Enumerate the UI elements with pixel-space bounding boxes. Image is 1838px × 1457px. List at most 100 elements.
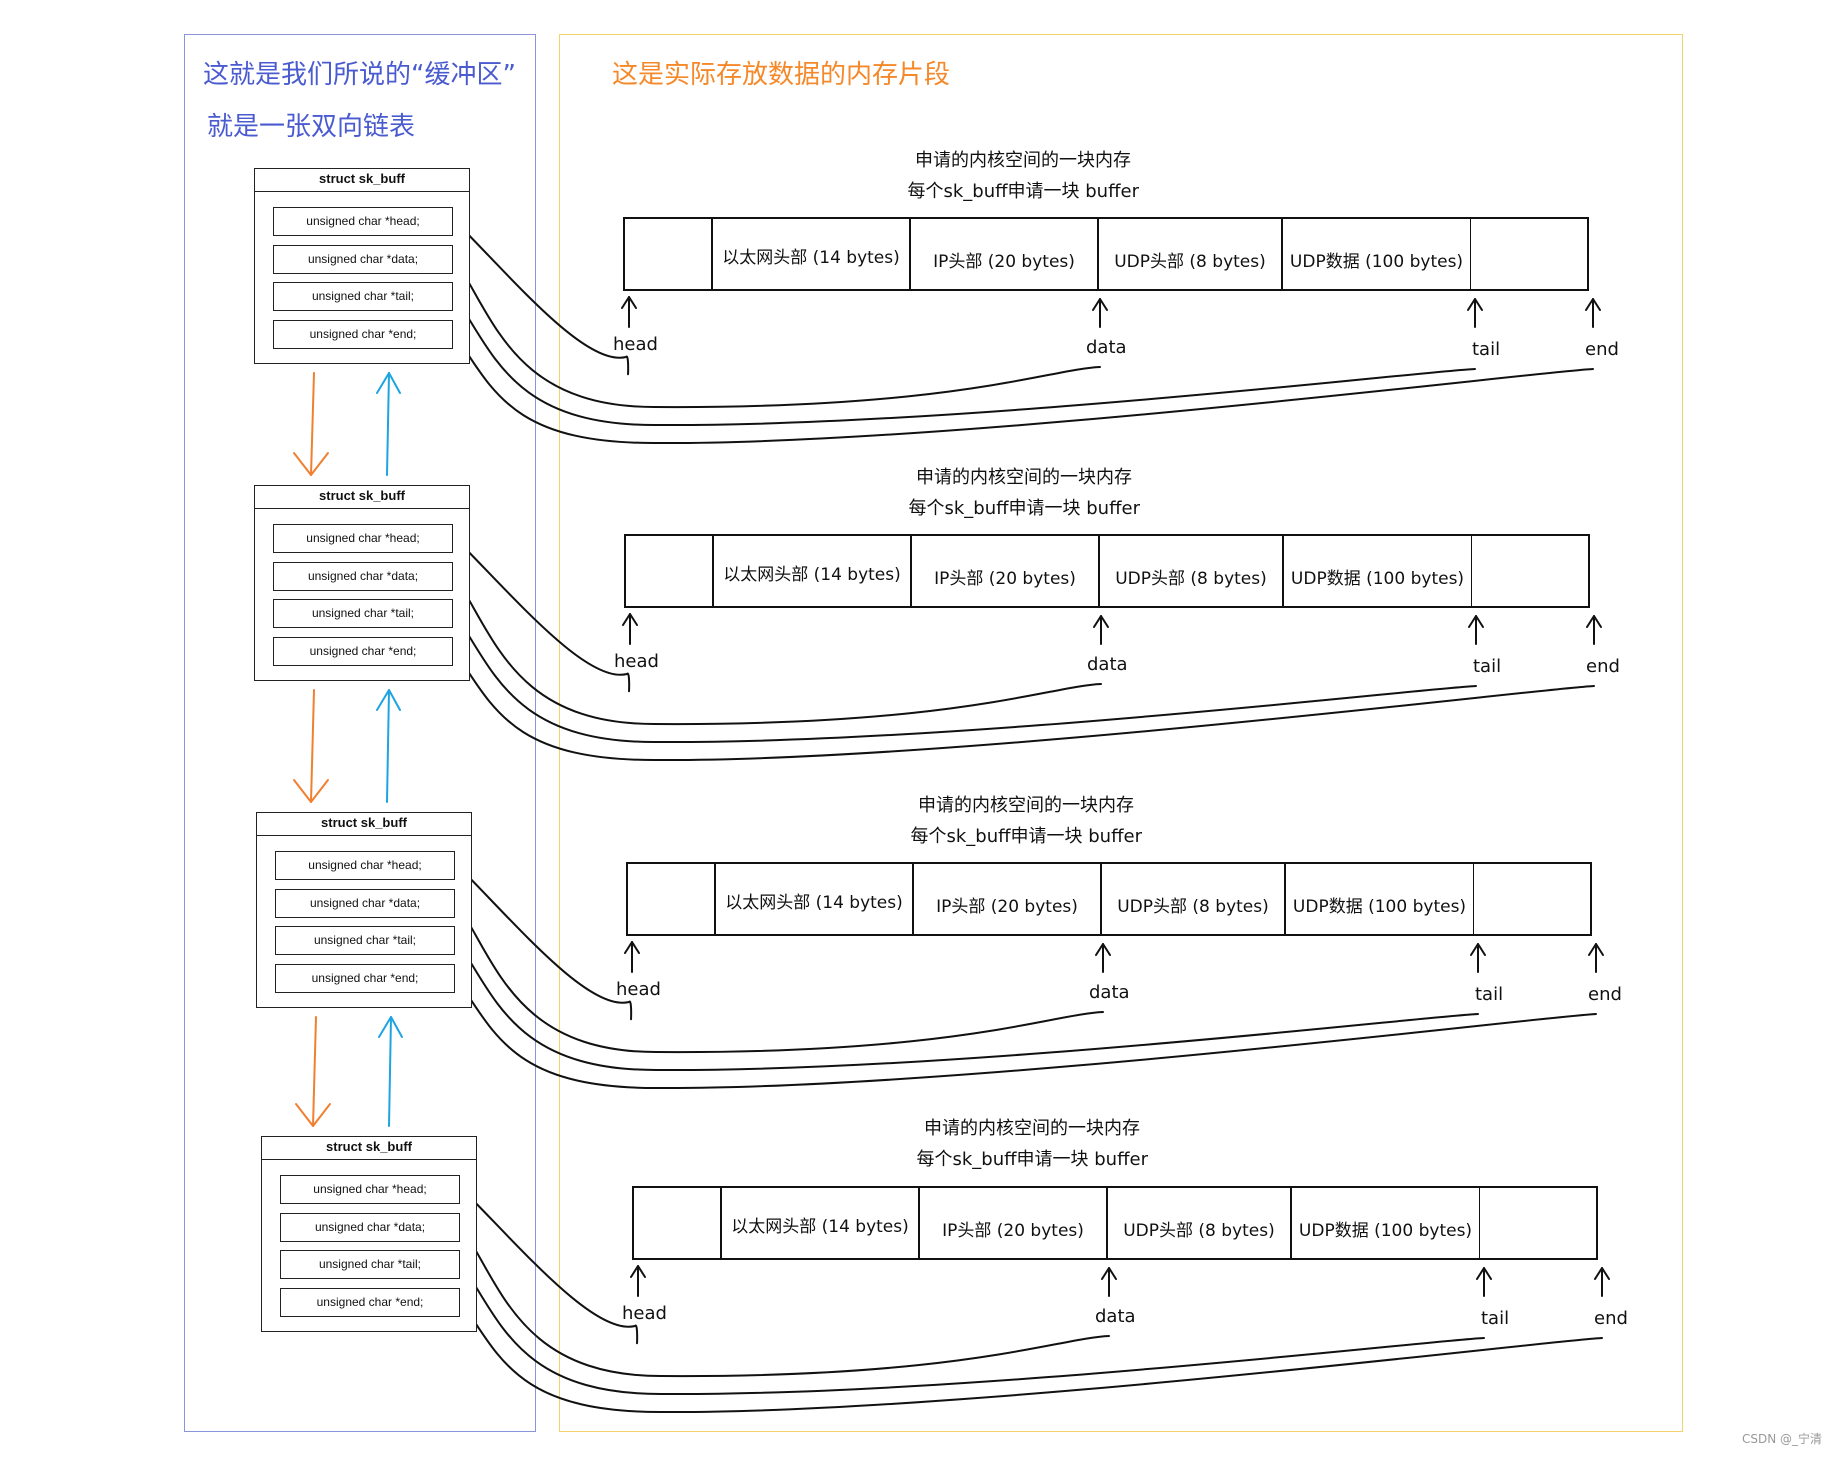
struct-field: unsigned char *data;	[273, 245, 453, 274]
connector-line	[453, 574, 1102, 726]
buffer-segment: IP头部 (20 bytes)	[912, 864, 1100, 934]
segment-label: IP头部 (20 bytes)	[933, 252, 1075, 272]
connector-line	[453, 649, 1595, 762]
buffer-caption-line2: 每个sk_buff申请一块 buffer	[908, 498, 1140, 519]
buffer-caption-line1: 申请的内核空间的一块内存	[924, 1118, 1140, 1139]
pointer-arrowhead-head	[624, 941, 640, 954]
connector-line	[455, 863, 633, 1021]
buffer-caption-line2: 每个sk_buff申请一块 buffer	[916, 1149, 1148, 1170]
prev-arrowhead	[376, 689, 401, 711]
pointer-arrowhead-tail	[1470, 943, 1486, 956]
buffer-caption-line1: 申请的内核空间的一块内存	[918, 795, 1134, 816]
pointer-arrowhead-data	[1101, 1267, 1117, 1280]
connector-line	[453, 294, 1476, 427]
struct-field: unsigned char *tail;	[273, 282, 453, 311]
struct-field: unsigned char *head;	[280, 1175, 460, 1204]
struct-field: unsigned char *end;	[280, 1288, 460, 1317]
buffer-segment: UDP头部 (8 bytes)	[1097, 219, 1281, 289]
memory-buffer: 以太网头部 (14 bytes) IP头部 (20 bytes) UDP头部 (8 …	[626, 862, 1592, 936]
pointer-arrowhead-end	[1588, 943, 1604, 956]
segment-label: 以太网头部 (14 bytes)	[723, 565, 901, 585]
buffer-title-line2: 就是一张双向链表	[207, 112, 416, 142]
buffer-segment: UDP数据 (100 bytes)	[1290, 1188, 1480, 1258]
struct-divider	[255, 191, 469, 192]
pointer-arrowhead-head	[622, 613, 638, 626]
segment-label: UDP头部 (8 bytes)	[1117, 897, 1269, 917]
pointer-label-data: data	[1089, 982, 1130, 1003]
prev-arrow	[388, 1016, 392, 1127]
pointer-label-tail: tail	[1473, 656, 1502, 677]
struct-title: struct sk_buff	[319, 171, 405, 186]
pointer-arrowhead-tail	[1467, 298, 1483, 311]
next-arrowhead	[293, 452, 329, 476]
memory-buffer: 以太网头部 (14 bytes) IP头部 (20 bytes) UDP头部 (8 …	[623, 217, 1589, 291]
segment-label: UDP头部 (8 bytes)	[1115, 569, 1267, 589]
segment-label: UDP数据 (100 bytes)	[1290, 569, 1465, 589]
pointer-label-tail: tail	[1475, 984, 1504, 1005]
pointer-arrowhead-end	[1586, 615, 1602, 628]
connector-line	[460, 1225, 1110, 1378]
connector-line	[460, 1262, 1485, 1396]
segment-label: UDP数据 (100 bytes)	[1289, 252, 1464, 272]
connector-line	[455, 901, 1104, 1054]
struct-field: unsigned char *end;	[273, 637, 453, 666]
struct-field: unsigned char *tail;	[280, 1250, 460, 1279]
segment-label: UDP数据 (100 bytes)	[1298, 1221, 1473, 1241]
struct-field: unsigned char *tail;	[275, 926, 455, 955]
pointer-label-end: end	[1594, 1308, 1628, 1329]
segment-label: UDP数据 (100 bytes)	[1292, 897, 1467, 917]
memory-segment-region	[559, 34, 1683, 1432]
buffer-segment: IP头部 (20 bytes)	[910, 536, 1098, 606]
watermark: CSDN @_宁清	[1741, 1432, 1822, 1446]
pointer-arrowhead-end	[1594, 1267, 1610, 1280]
pointer-label-data: data	[1087, 654, 1128, 675]
connector-line	[453, 219, 630, 376]
buffer-list-region	[184, 34, 536, 1432]
next-arrow	[312, 1016, 317, 1127]
struct-title: struct sk_buff	[321, 815, 407, 830]
segment-label: UDP头部 (8 bytes)	[1114, 252, 1266, 272]
memory-title: 这是实际存放数据的内存片段	[612, 60, 951, 90]
struct-field: unsigned char *head;	[273, 524, 453, 553]
next-arrowhead	[293, 779, 329, 803]
buffer-caption-line1: 申请的内核空间的一块内存	[915, 150, 1131, 171]
buffer-segment: 以太网头部 (14 bytes)	[720, 1188, 918, 1258]
connector-line	[455, 938, 1479, 1072]
segment-label: 以太网头部 (14 bytes)	[722, 248, 900, 268]
pointer-label-end: end	[1586, 656, 1620, 677]
prev-arrowhead	[378, 1016, 403, 1038]
pointer-arrowhead-tail	[1476, 1267, 1492, 1280]
buffer-segment: 以太网头部 (14 bytes)	[712, 536, 910, 606]
segment-label: 以太网头部 (14 bytes)	[731, 1217, 909, 1237]
struct-title: struct sk_buff	[319, 488, 405, 503]
pointer-label-data: data	[1095, 1306, 1136, 1327]
next-arrow	[310, 689, 315, 803]
sk-buff-struct: struct sk_buff unsigned char *head; unsign…	[254, 485, 470, 681]
pointer-arrowhead-tail	[1468, 615, 1484, 628]
buffer-caption-line2: 每个sk_buff申请一块 buffer	[910, 826, 1142, 847]
pointer-label-end: end	[1585, 339, 1619, 360]
pointer-arrowhead-data	[1093, 615, 1109, 628]
buffer-segment: 以太网头部 (14 bytes)	[711, 219, 909, 289]
buffer-segment: UDP头部 (8 bytes)	[1100, 864, 1284, 934]
buffer-title-line1: 这就是我们所说的“缓冲区”	[203, 60, 516, 90]
pointer-arrowhead-data	[1095, 943, 1111, 956]
prev-arrow	[386, 689, 390, 803]
connector-line	[453, 536, 631, 693]
pointer-label-end: end	[1588, 984, 1622, 1005]
memory-buffer: 以太网头部 (14 bytes) IP头部 (20 bytes) UDP头部 (8 …	[624, 534, 1590, 608]
buffer-segment: 以太网头部 (14 bytes)	[714, 864, 912, 934]
prev-arrowhead	[376, 372, 401, 394]
connector-line	[453, 257, 1101, 409]
struct-field: unsigned char *data;	[280, 1213, 460, 1242]
pointer-label-head: head	[616, 979, 661, 1000]
struct-field: unsigned char *head;	[275, 851, 455, 880]
segment-label: 以太网头部 (14 bytes)	[725, 893, 903, 913]
struct-field: unsigned char *end;	[273, 320, 453, 349]
prev-arrow	[386, 372, 390, 476]
buffer-segment: IP头部 (20 bytes)	[918, 1188, 1106, 1258]
memory-buffer: 以太网头部 (14 bytes)IP头部 (20 bytes)UDP头部 (8 …	[632, 1186, 1598, 1260]
